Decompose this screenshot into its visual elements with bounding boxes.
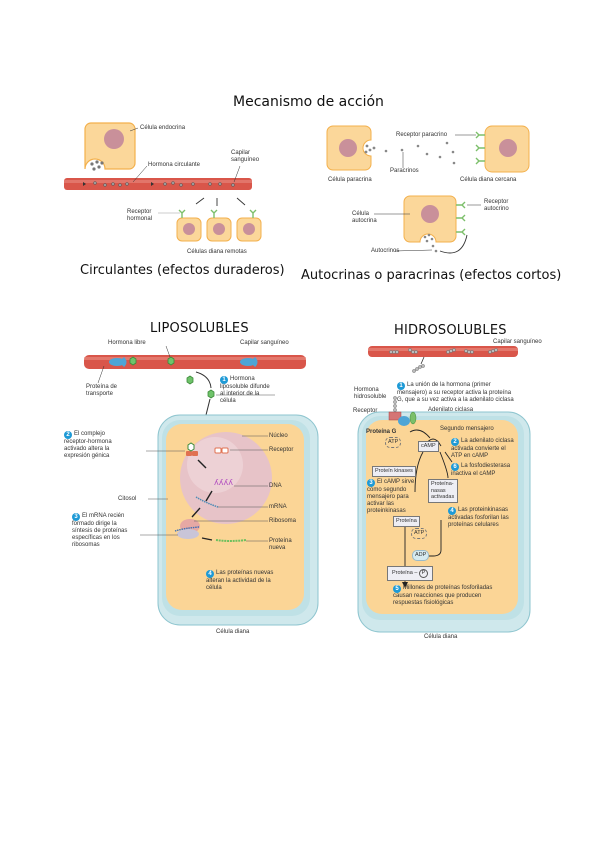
step-text: Las proteínas nuevas alteran la activida…	[206, 570, 274, 591]
step-badge: 4	[448, 507, 456, 515]
label-target-cells: Células diana remotas	[187, 249, 247, 255]
adp-molecule: ADP	[412, 550, 430, 561]
nucleus	[104, 129, 124, 149]
step-badge: 2	[64, 431, 72, 439]
label-ribosome: Ribosoma	[269, 518, 297, 524]
step-badge: 1	[397, 382, 405, 390]
step-text: Hormona liposoluble difunde al interior …	[220, 376, 270, 404]
capillary-vessel	[64, 178, 252, 190]
protein-p-label: Proteína –	[392, 570, 418, 576]
label-target-cell: Célula diana	[216, 629, 250, 635]
hidrosolubles-title: HIDROSOLUBLES	[394, 323, 507, 338]
step-badge: 3	[72, 513, 80, 521]
label-new-protein: Proteína nueva	[269, 538, 292, 551]
g-protein	[398, 416, 410, 426]
step-text: Las proteinkinasas activadas fosforilan …	[448, 507, 509, 528]
label-autocrines: Autocrinos	[371, 248, 400, 254]
protein-kinase-box: Proteín kinases	[372, 466, 416, 477]
step-text: La unión de la hormona (primer mensajero…	[397, 382, 514, 403]
active-kinase-box: Proteína-nasas activadas	[428, 479, 458, 503]
step-badge: 1	[220, 376, 228, 384]
atp-molecule: ATP	[385, 437, 402, 448]
label-receptor: Receptor	[269, 447, 294, 453]
label-g-protein: Proteína G	[366, 429, 397, 435]
step-badge: 6	[451, 463, 459, 471]
endocrine-cell	[84, 122, 136, 171]
step-badge: 2	[451, 438, 459, 446]
label-receptor: Receptor hormonal	[127, 209, 153, 222]
label-target-cell: Célula diana	[424, 634, 458, 640]
label-endocrine-cell: Célula endocrina	[140, 125, 186, 131]
hormone-dots	[90, 160, 104, 171]
label-autocrine-cell: Célula autocrina	[352, 211, 377, 224]
atp-molecule-2: ATP	[411, 528, 428, 539]
capillary-vessel	[368, 346, 518, 357]
receptor	[388, 411, 402, 421]
label-nucleus: Núcleo	[269, 433, 288, 439]
label-free-hormone: Hormona libre	[108, 340, 146, 346]
label-circulating-hormone: Hormona circulante	[148, 162, 201, 168]
step-badge: 5	[393, 585, 401, 593]
label-capillary: Capilar sanguíneo	[240, 340, 289, 346]
label-second-messenger: Segundo mensajero	[440, 426, 494, 432]
liposolubles-title: LIPOSOLUBLES	[150, 321, 249, 336]
step-text: La adenilato ciclasa activada convierte …	[451, 438, 514, 459]
target-cells	[176, 209, 262, 242]
near-target-cell	[475, 125, 530, 173]
camp-box: cAMP	[418, 441, 439, 452]
step-badge: 4	[206, 570, 214, 578]
label-adenylate: Adenilato ciclasa	[428, 407, 474, 413]
protein-box: Proteína	[393, 516, 420, 527]
label-paracrine-cell: Célula paracrina	[328, 177, 372, 183]
label-paracrine-receptor: Receptor paracrino	[396, 132, 448, 138]
label-paracrines: Paracrinos	[390, 168, 419, 174]
paracrinas-caption: Autocrinas o paracrinas (efectos cortos)	[301, 268, 562, 283]
label-capillary: Capilar sanguíneo	[493, 339, 542, 345]
label-near-target: Célula diana cercana	[460, 177, 517, 183]
paracrine-dots	[384, 141, 456, 165]
label-mrna: mRNA	[269, 504, 287, 510]
step-text: Millones de proteínas fosforiladas causa…	[393, 585, 493, 606]
transport-protein	[109, 356, 258, 368]
dna-strand: ʎʎʎʎ	[214, 478, 233, 487]
step-badge: 3	[367, 479, 375, 487]
ribosome	[174, 519, 200, 539]
step-text: El complejo receptor-hormona activado al…	[64, 431, 112, 459]
phosphate-icon: P	[418, 569, 428, 578]
label-receptor: Receptor	[353, 408, 378, 414]
phosphorylated-protein-box: Proteína – P	[387, 566, 433, 581]
paracrine-cell	[326, 125, 376, 171]
new-protein	[215, 539, 247, 542]
step-text: El mRNA recién formado dirige la síntesi…	[72, 513, 128, 548]
page-title: Mecanismo de acción	[233, 94, 384, 110]
label-dna: DNA	[269, 483, 282, 489]
label-autocrine-receptor: Receptor autocrino	[484, 199, 509, 212]
circulantes-caption: Circulantes (efectos duraderos)	[80, 263, 285, 278]
label-capillary: Capilar sanguíneo	[231, 150, 260, 163]
label-cytosol: Citosol	[118, 496, 137, 502]
adenylate-cyclase	[409, 411, 417, 425]
step-text: La fosfodiesterasa inactiva el cAMP	[451, 463, 511, 477]
label-water-hormone: Hormona hidrosoluble	[354, 387, 387, 400]
label-transport-protein: Proteína de transporte	[86, 384, 118, 397]
hormone-chains	[389, 348, 498, 412]
mrna-strand	[195, 496, 219, 508]
autocrine-cell	[403, 195, 466, 253]
step-text: El cAMP sirve como segundo mensajero par…	[367, 479, 415, 514]
receptor-complex	[186, 442, 229, 456]
